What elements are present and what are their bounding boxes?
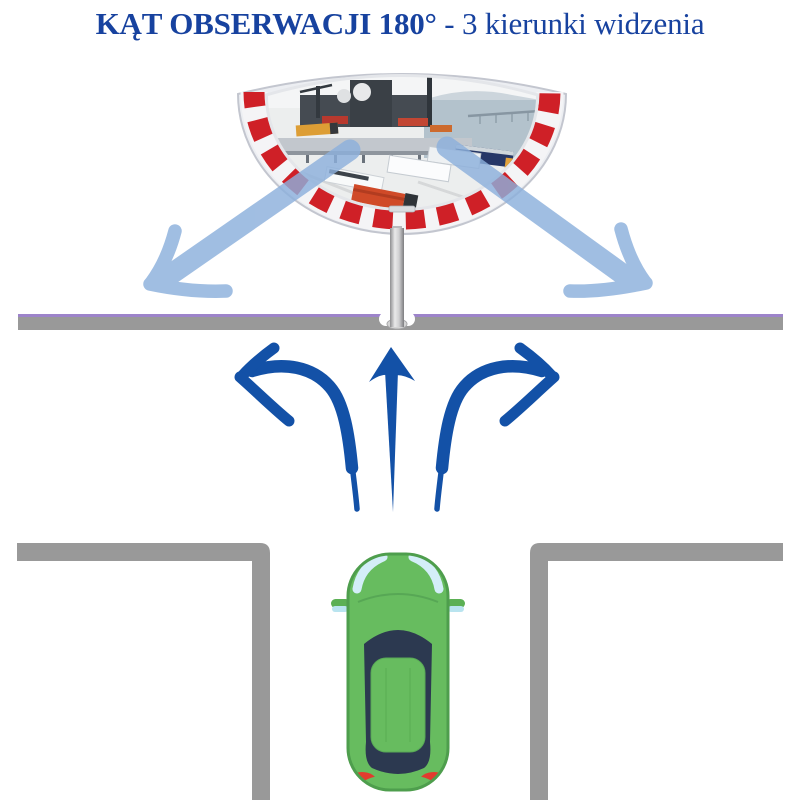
page-title-bold: KĄT OBSERWACJI 180° xyxy=(95,6,437,41)
page-title-regular: - 3 kierunki widzenia xyxy=(436,6,705,41)
mirror-pole xyxy=(386,226,408,330)
straight-arrow-icon xyxy=(369,347,415,512)
turn-left-arrow-icon xyxy=(234,342,360,512)
mirror-label xyxy=(388,205,416,213)
view-direction-arrows xyxy=(143,136,653,298)
view-arrow-right-icon xyxy=(436,136,653,298)
view-arrow-left-icon xyxy=(143,139,361,298)
road-corner-right xyxy=(530,543,783,800)
driving-direction-arrows xyxy=(234,342,560,512)
car-top-view-icon xyxy=(331,552,465,792)
turn-right-arrow-icon xyxy=(434,342,560,512)
road-corner-left xyxy=(17,543,270,800)
car-side-mirrors xyxy=(331,599,465,612)
page-title: KĄT OBSERWACJI 180° - 3 kierunki widzeni… xyxy=(0,6,800,42)
